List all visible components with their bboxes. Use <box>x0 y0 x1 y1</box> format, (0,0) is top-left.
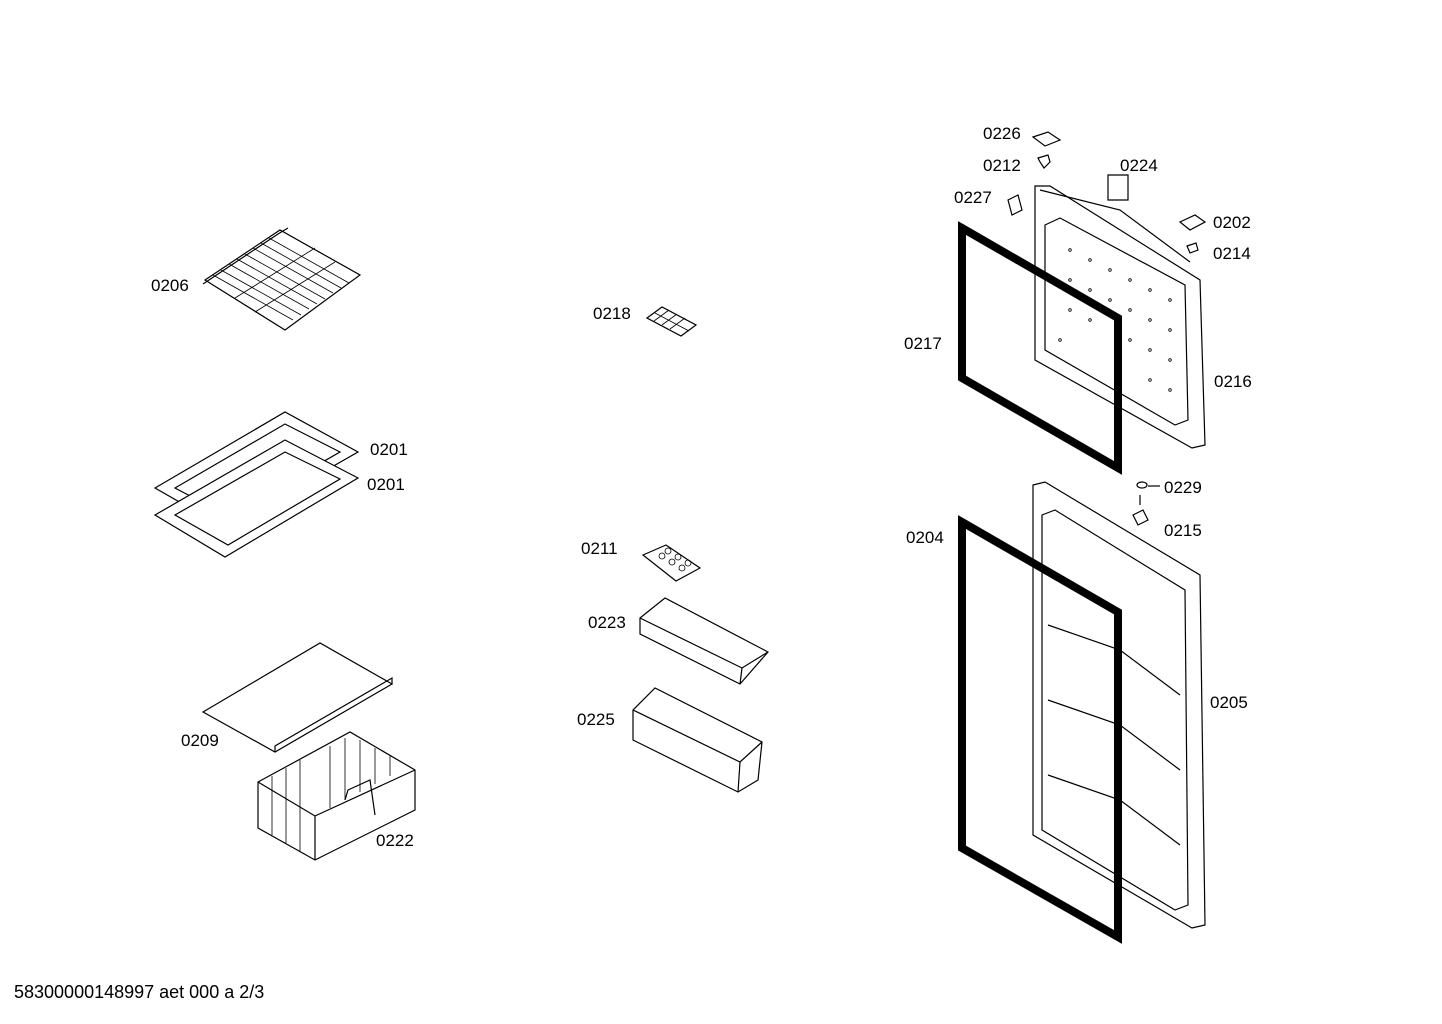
part-label-0201: 0201 <box>367 475 405 494</box>
part-label-0209: 0209 <box>181 731 219 750</box>
part-label-0206: 0206 <box>151 276 189 295</box>
hinge-0214 <box>1186 242 1199 254</box>
part-label-0216: 0216 <box>1214 372 1252 391</box>
crisper-drawer-0222 <box>257 731 416 861</box>
hinge-cover-0202 <box>1178 214 1207 231</box>
document-number: 58300000148997 aet 000 a 2/3 <box>14 982 265 1002</box>
crisper-cover-0209 <box>201 642 394 753</box>
part-label-0217: 0217 <box>904 334 942 353</box>
part-label-0226: 0226 <box>983 124 1021 143</box>
glass-shelf-0201-lower <box>153 439 360 558</box>
part-label-0222: 0222 <box>376 831 414 850</box>
part-label-0224: 0224 <box>1120 156 1158 175</box>
hinge-cover-0226 <box>1031 131 1062 147</box>
label-0224 <box>1107 174 1129 201</box>
part-label-0223: 0223 <box>588 613 626 632</box>
door-balcony-0225 <box>632 687 763 793</box>
fridge-gasket-0204 <box>958 515 1122 944</box>
part-label-0212: 0212 <box>983 156 1021 175</box>
part-label-0215: 0215 <box>1164 521 1202 540</box>
part-label-0205: 0205 <box>1210 693 1248 712</box>
part-label-0225: 0225 <box>577 710 615 729</box>
part-label-0202: 0202 <box>1213 213 1251 232</box>
washer-0229 <box>1136 481 1148 489</box>
plug-0227 <box>1007 194 1023 216</box>
part-label-0201: 0201 <box>370 440 408 459</box>
part-label-0218: 0218 <box>593 304 631 323</box>
egg-tray-0211 <box>641 544 702 582</box>
hinge-pin-0212 <box>1037 154 1051 169</box>
part-label-0211: 0211 <box>581 539 618 558</box>
part-label-0227: 0227 <box>954 188 992 207</box>
door-balcony-0223 <box>639 597 769 685</box>
part-label-0214: 0214 <box>1213 244 1251 263</box>
freezer-door-dimples <box>1058 248 1172 392</box>
part-label-0229: 0229 <box>1164 478 1202 497</box>
part-label-0204: 0204 <box>906 528 944 547</box>
ice-tray-0218 <box>645 306 698 337</box>
wire-shelf-0206 <box>202 227 362 331</box>
freezer-gasket-0217 <box>958 221 1122 475</box>
hinge-block-0215 <box>1132 509 1149 526</box>
